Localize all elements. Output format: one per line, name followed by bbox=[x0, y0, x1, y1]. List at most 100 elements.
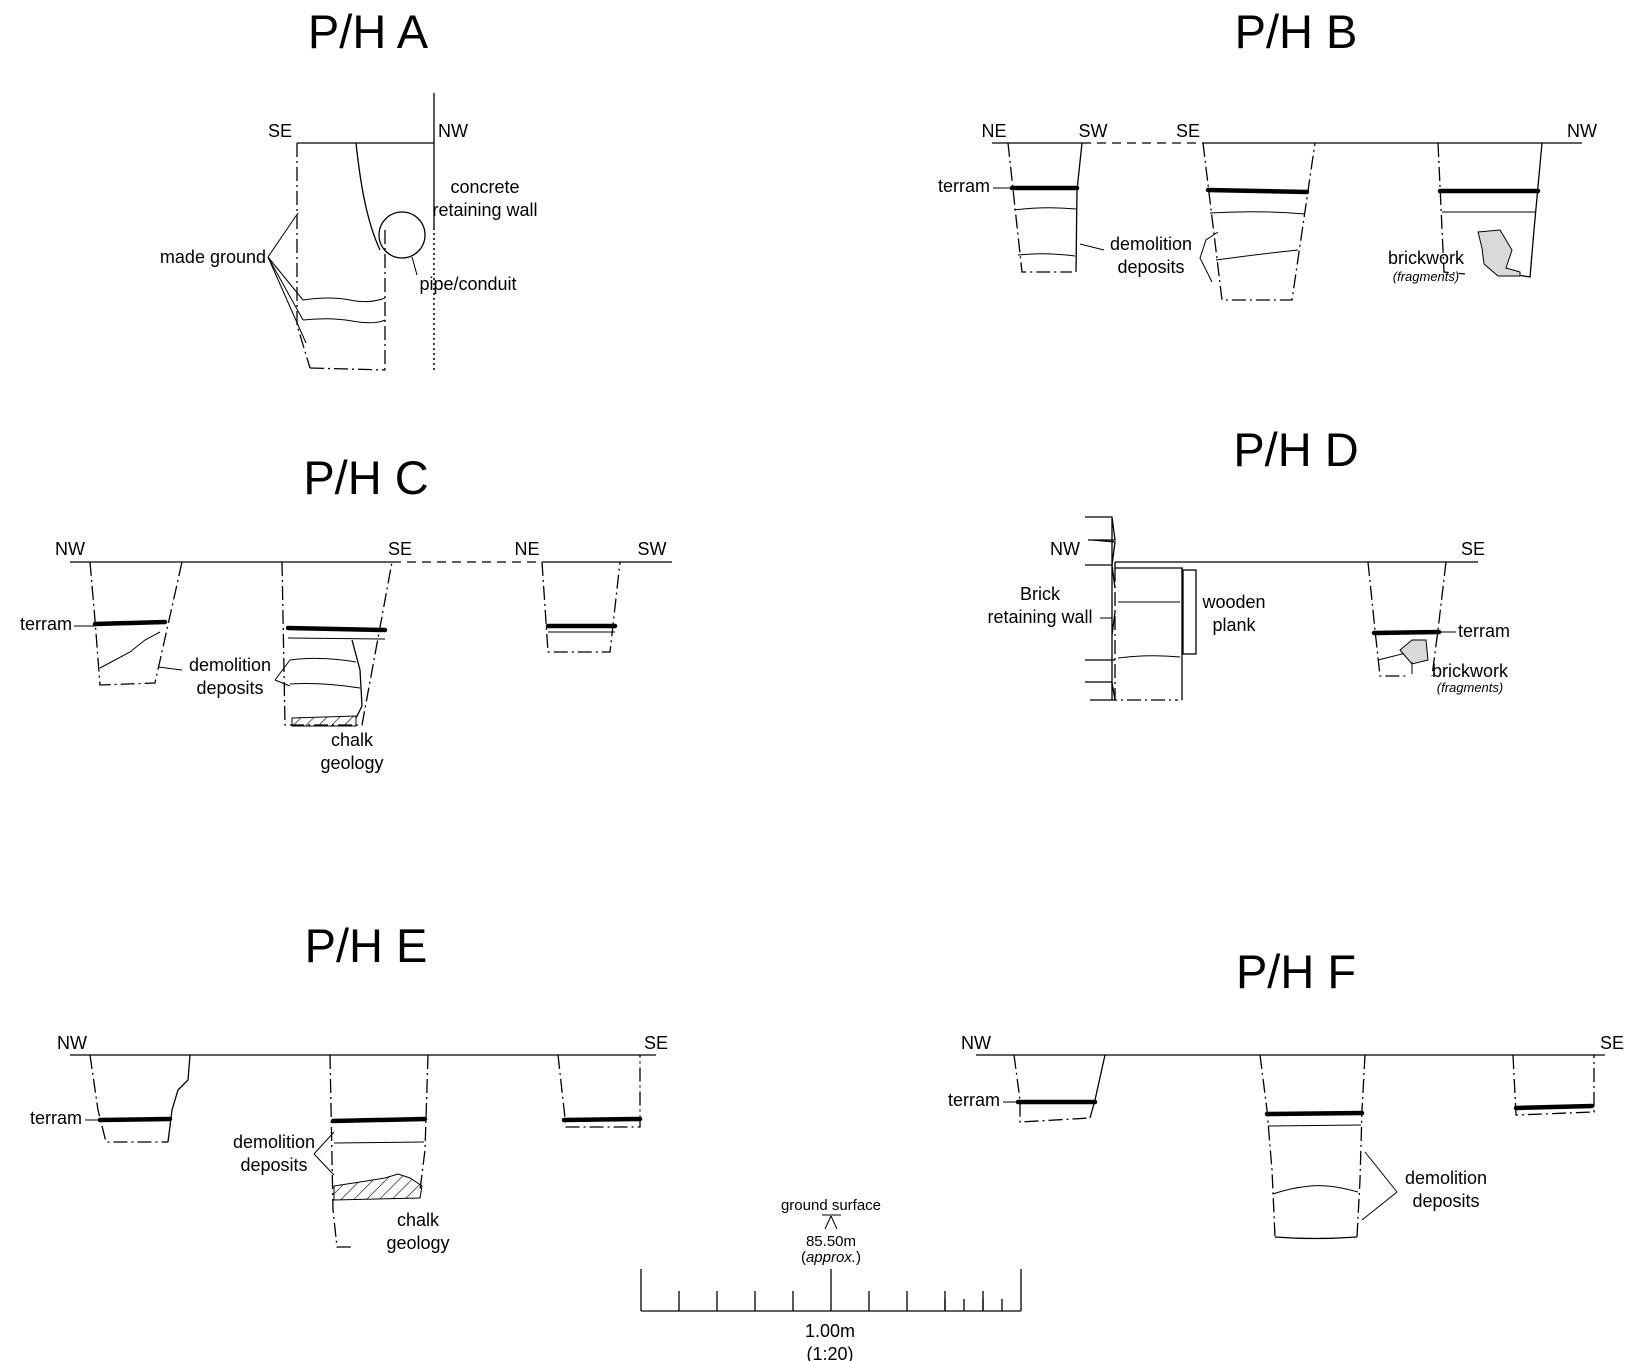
orientation-se: SE bbox=[1176, 121, 1200, 141]
terram-layer bbox=[97, 1116, 173, 1123]
deposit-boundary bbox=[1272, 1185, 1359, 1195]
terram-layer bbox=[1371, 629, 1442, 636]
trench-outline bbox=[1013, 1054, 1091, 1123]
chalk-geology-hatch bbox=[333, 1173, 423, 1201]
pipe-trench-cut bbox=[355, 142, 381, 251]
deposit-boundary bbox=[302, 297, 386, 303]
trench-outline bbox=[1114, 568, 1178, 701]
section-ph-b: P/H B NE SW SE NW terram demolition depo… bbox=[938, 5, 1597, 301]
orientation-ne: NE bbox=[514, 539, 539, 559]
label-terram: terram bbox=[1458, 621, 1510, 641]
orientation-nw: NW bbox=[1567, 121, 1597, 141]
section-title-b: P/H B bbox=[1235, 5, 1358, 58]
leader-line bbox=[1079, 243, 1105, 251]
section-title-c: P/H C bbox=[303, 451, 428, 504]
label-demolition-2: deposits bbox=[1117, 257, 1184, 277]
label-scale-ratio: (1:20) bbox=[806, 1344, 853, 1361]
trench-outline bbox=[1202, 142, 1316, 301]
label-concrete-wall-2: retaining wall bbox=[432, 200, 537, 220]
label-ground-surface: ground surface bbox=[781, 1197, 881, 1214]
trench-outline bbox=[557, 1054, 641, 1128]
deposit-boundary bbox=[1209, 211, 1306, 215]
label-fragments: (fragments) bbox=[1393, 269, 1459, 284]
terram-layer bbox=[1513, 1103, 1595, 1111]
trench-outline bbox=[1259, 1054, 1276, 1238]
trench-outline bbox=[1367, 561, 1408, 677]
brickwork-fragments bbox=[1477, 229, 1521, 277]
section-title-f: P/H F bbox=[1236, 945, 1356, 998]
label-pipe-conduit: pipe/conduit bbox=[419, 274, 516, 294]
label-brick-wall-1: Brick bbox=[1020, 584, 1061, 604]
orientation-se: SE bbox=[644, 1033, 668, 1053]
terram-layer bbox=[561, 1116, 643, 1123]
trench-outline bbox=[1437, 142, 1466, 275]
trench-edge bbox=[1075, 142, 1083, 273]
trench-outline bbox=[541, 561, 621, 653]
leader-line bbox=[267, 256, 304, 321]
leader-line bbox=[313, 1153, 335, 1176]
label-chalk-1: chalk bbox=[397, 1210, 440, 1230]
trench-outline bbox=[89, 561, 183, 686]
leader-line bbox=[267, 256, 307, 344]
brickwork-fragments bbox=[1399, 639, 1429, 665]
datum-symbol-icon bbox=[822, 1214, 841, 1230]
deposit-boundary bbox=[1017, 253, 1076, 257]
deposit-boundary bbox=[99, 631, 161, 669]
trench-outline bbox=[329, 1054, 352, 1248]
section-title-d: P/H D bbox=[1233, 423, 1358, 476]
label-brickwork: brickwork bbox=[1432, 661, 1509, 681]
orientation-nw: NW bbox=[1050, 539, 1080, 559]
label-demolition-2: deposits bbox=[196, 678, 263, 698]
deposit-boundary bbox=[1267, 1124, 1362, 1127]
deposit-boundary bbox=[333, 1141, 425, 1144]
label-scale-length: 1.00m bbox=[805, 1321, 855, 1341]
deposit-boundary bbox=[1117, 655, 1181, 659]
trench-edge bbox=[1089, 1054, 1106, 1119]
label-demolition-1: demolition bbox=[189, 655, 271, 675]
label-plank-1: wooden bbox=[1201, 592, 1265, 612]
orientation-se: SE bbox=[1600, 1033, 1624, 1053]
trench-base bbox=[309, 367, 386, 371]
orientation-ne: NE bbox=[981, 121, 1006, 141]
wooden-plank bbox=[1182, 569, 1197, 655]
orientation-sw: SW bbox=[1079, 121, 1108, 141]
label-terram: terram bbox=[938, 176, 990, 196]
leader-line bbox=[411, 256, 418, 276]
terram-layer bbox=[92, 619, 168, 627]
trench-top bbox=[1114, 562, 1183, 569]
label-demolition-1: demolition bbox=[1110, 234, 1192, 254]
label-chalk-1: chalk bbox=[331, 730, 374, 750]
terram-layer bbox=[330, 1116, 428, 1124]
scale-bar: ground surface 85.50m (approx.) 1.00m (1… bbox=[640, 1197, 1022, 1361]
label-brickwork: brickwork bbox=[1388, 248, 1465, 268]
leader-line bbox=[313, 1131, 335, 1155]
section-ph-a: P/H A SE NW concrete retaining wall made… bbox=[160, 5, 538, 372]
label-demolition-2: deposits bbox=[1412, 1191, 1479, 1211]
deposit-boundary bbox=[1215, 249, 1299, 261]
scale-ticks bbox=[640, 1269, 1022, 1311]
label-demolition-1: demolition bbox=[1405, 1168, 1487, 1188]
label-plank-2: plank bbox=[1212, 615, 1256, 635]
deposit-boundary bbox=[289, 657, 357, 663]
section-ph-f: P/H F NW SE terram demolition deposits bbox=[948, 945, 1624, 1240]
chalk-geology-hatch bbox=[291, 715, 357, 727]
terram-layer bbox=[1205, 187, 1310, 195]
trench-edge bbox=[1517, 142, 1543, 278]
leader-line bbox=[274, 679, 291, 687]
label-chalk-2: geology bbox=[320, 753, 383, 773]
label-terram: terram bbox=[20, 614, 72, 634]
orientation-se: SE bbox=[1461, 539, 1485, 559]
leader-line bbox=[157, 666, 183, 671]
leader-line bbox=[267, 212, 299, 258]
deposit-boundary bbox=[1013, 207, 1077, 211]
leader-line bbox=[274, 659, 291, 681]
deposit-boundary bbox=[287, 637, 386, 640]
cut-edge bbox=[351, 639, 363, 719]
leader-bracket bbox=[1199, 231, 1219, 283]
trench-outline bbox=[1431, 561, 1447, 677]
brick-retaining-wall bbox=[1085, 516, 1116, 701]
deposit-boundary bbox=[302, 318, 386, 324]
deposit-boundary bbox=[289, 683, 361, 689]
terram-layer bbox=[1264, 1110, 1365, 1117]
trench-edge-left bbox=[296, 143, 311, 369]
